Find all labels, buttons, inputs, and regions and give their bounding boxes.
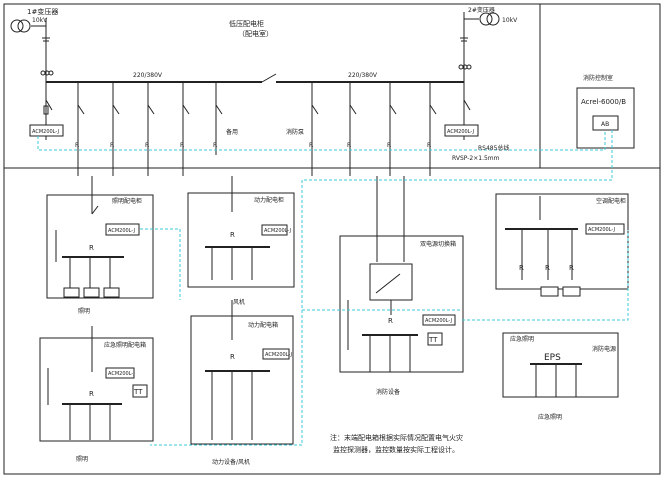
rs485-branch-ac (462, 230, 629, 321)
monitor-terminal (592, 115, 619, 131)
spare-label: 备用 (226, 128, 238, 136)
panel-power-box: 动力配电箱 ACM200L-J R 动力设备/风机 (190, 300, 294, 466)
switchgear-subtitle: （配电室） (238, 29, 273, 38)
panel-ac-r1: R (519, 264, 524, 272)
outer-frame (3, 3, 661, 475)
panel-power-r: R (230, 231, 235, 239)
panel-emergency-tt: TT (133, 388, 143, 396)
feeder-branch-r-label: R (309, 142, 313, 149)
panel-eps-sub: 消防电源 (592, 345, 616, 353)
incoming-feeder-right (458, 38, 472, 140)
panel-dual-title: 双电源切换箱 (420, 240, 456, 248)
rs485-branch-lighting (140, 228, 181, 300)
feeder-branch: R (309, 82, 319, 176)
feeder-branch: R (145, 82, 155, 176)
panel-ac: 空调配电柜 ACM200L-J R R R (495, 193, 629, 297)
transformer-left: 1#变压器 10kV (10, 7, 58, 42)
fire-pump-label: 消防泵 (286, 128, 304, 136)
panel-lighting-r: R (89, 244, 94, 252)
feeder-branch-r-label: R (110, 142, 114, 149)
panel-power-sub: 风机 (233, 298, 245, 306)
panel-emergency-title: 应急照明配电箱 (104, 341, 146, 349)
panel-eps-label: EPS (544, 353, 561, 363)
panel-ac-meter: ACM200L-J (588, 227, 615, 233)
feeder-branch-r-label: R (145, 142, 149, 149)
feeder-branch: R (213, 82, 223, 155)
meter-right (444, 124, 479, 137)
panel-eps: 应急照明 消防电源 EPS 应急照明 (502, 332, 619, 421)
panel-eps-foot: 应急照明 (538, 413, 562, 421)
panel-dual-meter: ACM200L-J (425, 318, 452, 324)
note-line1: 注：末端配电箱根据实际情况配置电气火灾 (330, 433, 463, 442)
panel-eps-title: 应急照明 (510, 335, 534, 343)
feeder-branch: R (387, 82, 397, 176)
feeder-branch-r-label: R (347, 142, 351, 149)
cable-spec: RVSP-2×1.5mm (452, 155, 500, 162)
feeder-branch-r-label: R (180, 142, 184, 149)
monitor-terminal-label: AB (601, 121, 609, 128)
feeder-branch: R (75, 82, 85, 176)
panel-dual-foot: 消防设备 (376, 388, 400, 396)
meter-left-label: ACM200L-J (32, 129, 59, 135)
monitor-host: 消防控制室 Acrel-6000/B AB (576, 74, 635, 149)
busbar-left-label: 220/380V (133, 72, 163, 79)
panel-power-box-meter: ACM200L-J (265, 352, 292, 358)
panel-dual-power: 双电源切换箱 R ACM200L-J TT 消防设备 (339, 176, 464, 396)
cable-label: RS485总线 (478, 144, 509, 152)
panel-dual-tt: TT (428, 336, 438, 344)
transformer-right: 2#变压器 10kV (460, 6, 518, 42)
panel-emergency-r: R (89, 390, 94, 398)
feeder-branch-r-label: R (387, 142, 391, 149)
bus-tie-switch (261, 73, 277, 83)
branch-feeders: R R R R R R R R R (75, 82, 437, 176)
feeder-branch: R (427, 82, 437, 176)
panel-power-box-title: 动力配电箱 (248, 321, 278, 329)
rs485-to-host (540, 130, 606, 151)
panel-power-box-foot: 动力设备/风机 (212, 458, 250, 466)
monitor-room-label: 消防控制室 (583, 74, 613, 82)
panel-power: 动力配电柜 ACM200L-J R 风机 (187, 176, 295, 306)
switchgear-title: 低压配电柜 (229, 19, 264, 28)
transformer-right-rating: 10kV (502, 17, 518, 24)
meter-right-label: ACM200L-J (447, 129, 474, 135)
feeder-branch: R (180, 82, 190, 176)
busbar-right-label: 220/380V (348, 72, 378, 79)
panel-ac-r3: R (569, 264, 574, 272)
note-line2: 监控探测器，监控数量按实际工程设计。 (333, 445, 459, 454)
panel-power-title: 动力配电柜 (254, 196, 284, 204)
panel-lighting-foot: 照明 (78, 308, 90, 315)
incoming-feeder-left (40, 38, 54, 140)
feeder-branch-r-label: R (427, 142, 431, 149)
panel-dual-r: R (388, 317, 393, 325)
monitor-host-label: Acrel-6000/B (581, 98, 626, 106)
panel-emergency: 应急照明配电箱 ACM200L-J TT R 照明 (39, 326, 154, 463)
feeder-branch: R (110, 82, 120, 176)
transformer-left-label: 1#变压器 (27, 7, 58, 16)
panel-lighting: 照明配电柜 ACM200L-J R 照明 (46, 176, 154, 315)
panel-power-meter: ACM200L-J (264, 228, 291, 234)
panel-power-box-r: R (230, 353, 235, 361)
feeder-branch: R (347, 82, 357, 176)
panel-ac-r2: R (545, 264, 550, 272)
panel-lighting-meter: ACM200L-J (108, 228, 135, 234)
feeder-branch-r-label: R (213, 142, 217, 149)
transformer-left-rating: 10kV (32, 17, 48, 24)
transformer-right-label: 2#变压器 (468, 6, 495, 14)
meter-left (29, 124, 64, 137)
panel-emergency-foot: 照明 (76, 456, 88, 463)
feeder-branch-r-label: R (75, 142, 79, 149)
rs485-bus-bottom (150, 179, 612, 446)
panel-emergency-meter: ACM200L-J (108, 371, 135, 377)
panel-ac-title: 空调配电柜 (596, 197, 626, 205)
panel-lighting-title: 照明配电柜 (112, 197, 142, 205)
